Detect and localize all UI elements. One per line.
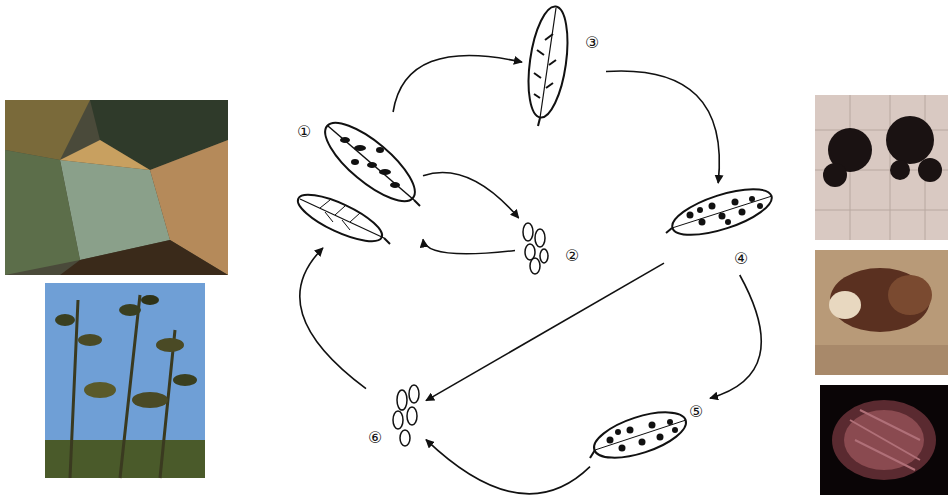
stage-node: ⑤ — [590, 398, 710, 470]
cycle-arrow — [426, 263, 664, 401]
callout-number: ⑥ — [368, 429, 382, 447]
leaf-drawing — [589, 403, 691, 467]
stage-node: ① — [295, 112, 423, 248]
stage-node: ④ — [664, 183, 782, 275]
stage-node: ② — [515, 218, 587, 278]
cycle-arrow — [606, 71, 719, 183]
callout-number: ④ — [734, 250, 748, 268]
callout-number: ① — [297, 123, 311, 141]
plant-photo — [45, 283, 205, 478]
callout-number: ⑤ — [689, 403, 703, 421]
micro-photo — [820, 385, 948, 495]
cycle-arrow — [393, 55, 522, 112]
leaf-drawing — [522, 4, 573, 126]
stage-node: ③ — [522, 3, 606, 129]
callout-number: ② — [565, 247, 579, 265]
spore-drawing — [523, 223, 548, 274]
micro-photo — [815, 95, 948, 240]
leaf-drawing — [666, 180, 777, 244]
leaf-drawing — [292, 111, 425, 250]
micro-photo — [815, 250, 948, 375]
cycle-arrow — [423, 239, 515, 253]
cycle-arrow — [426, 440, 590, 494]
cycle-arrow — [423, 172, 519, 218]
spore-drawing — [393, 385, 419, 446]
leaf-photo — [5, 100, 228, 275]
stage-node: ⑥ — [366, 382, 426, 454]
cycle-arrow — [300, 248, 366, 389]
cycle-arrow — [710, 275, 761, 398]
callout-number: ③ — [585, 34, 599, 52]
